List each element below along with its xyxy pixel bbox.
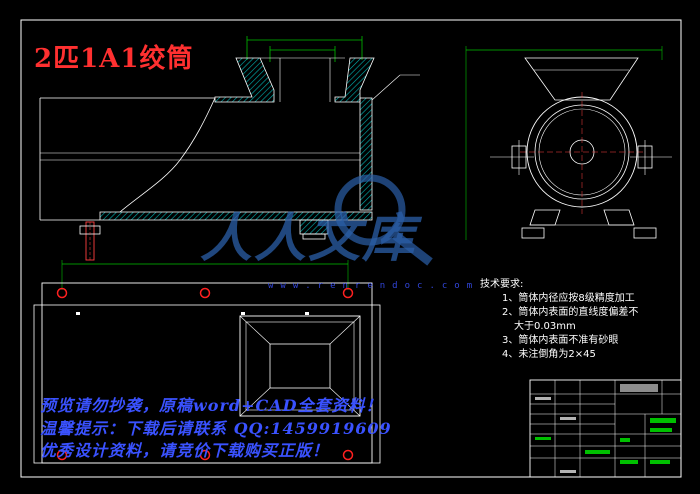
watermark-logo-text: 人人文库 <box>200 208 417 269</box>
watermark-line-1: 预览请勿抄袭，原稿word+CAD全套资料！ <box>40 396 383 415</box>
watermark-line-3: 优秀设计资料，请竞价下载购买正版！ <box>40 441 330 460</box>
front-view <box>39 36 420 262</box>
sheet-border <box>20 19 682 478</box>
tech-item: 4、未注倒角为2×45 <box>502 349 596 360</box>
plan-view <box>33 260 381 464</box>
tech-item: 1、筒体内径应按8级精度加工 <box>502 293 635 304</box>
watermark-logo <box>334 174 433 266</box>
tech-heading: 技术要求: <box>480 279 524 290</box>
drawing-title: 2匹1A1绞筒 <box>34 44 194 74</box>
watermark-site: www.renrendoc.com <box>268 281 480 291</box>
side-view <box>465 46 672 240</box>
tech-item: 大于0.03mm <box>514 321 576 332</box>
title-block <box>529 379 682 478</box>
tech-item: 3、筒体内表面不准有砂眼 <box>502 335 619 346</box>
watermark-line-2: 温馨提示：下载后请联系 QQ:1459919609 <box>40 419 392 438</box>
technical-requirements: 技术要求: 1、筒体内径应按8级精度加工 2、筒体内表面的直线度偏差不 大于0.… <box>480 278 638 362</box>
tech-item: 2、筒体内表面的直线度偏差不 <box>502 307 639 318</box>
